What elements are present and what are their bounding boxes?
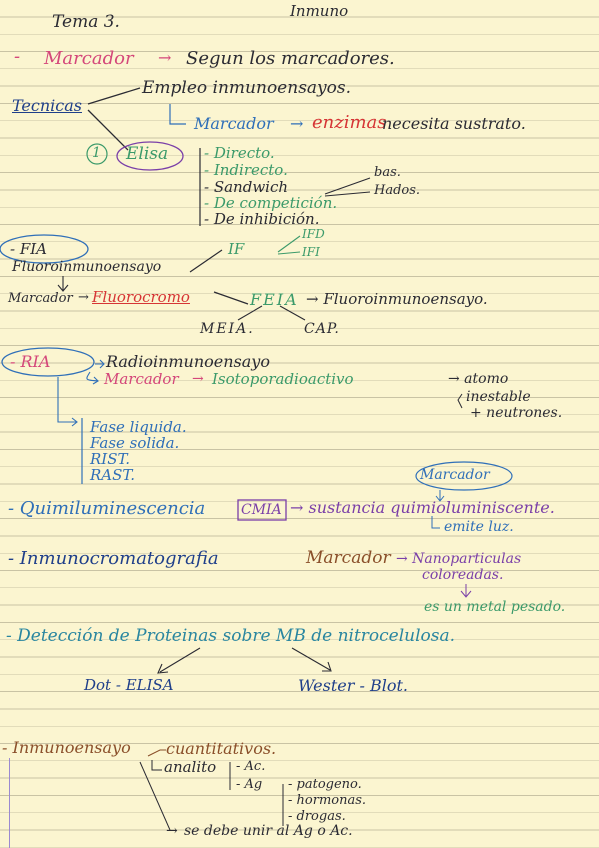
fia-feia: FEIA [250,290,299,309]
arrow-icon: → [166,823,178,839]
fia-if: IF [228,240,245,258]
ria-marcador: Marcador [104,370,179,388]
deteccion-text: - Detección de Proteinas sobre MB de nit… [6,626,456,646]
ria-label: - RIA [10,352,51,371]
tecnicas-label: Tecnicas [12,96,82,115]
fia-meia: MEIA. [200,321,255,337]
inmunoensayo-ac: - Ac. [236,759,266,774]
inmunocroma-text: - Inmunocromatografia [8,548,219,569]
elisa-item-4: - De competición. [204,194,338,212]
inmunocroma-coloreadas: coloreadas. [422,567,504,583]
elisa-item-2: - Indirecto. [204,161,288,179]
ria-fase-3: RIST. [90,450,131,468]
inmunocroma-marcador: Marcador [306,548,391,568]
quimio-sustancia: → sustancia quimioluminiscente. [290,498,555,517]
ria-neutrones: + neutrones. [470,405,563,421]
inmunoensayo-cuantitativos: cuantitativos. [166,739,277,758]
sandwich-sub-1: bas. [374,165,401,180]
arrow-icon: → [192,371,204,387]
ria-fase-4: RAST. [90,466,135,484]
inmunoensayo-ag: - Ag [236,777,263,792]
inmunoensayo-analito: analito [164,758,217,776]
quimio-cmia: CMIA [241,502,282,518]
deteccion-western: Wester - Blot. [298,676,408,695]
marcador-term: Marcador [44,48,134,69]
elisa-item-5: - De inhibición. [204,210,320,228]
fia-ifi: IFI [302,245,320,259]
tecnicas-enzimas: enzimas [312,112,387,133]
fia-label: - FIA [10,240,48,258]
quimio-emite: emite luz. [444,519,514,535]
dash-marcador: - [14,46,21,67]
deteccion-dot: Dot - ELISA [84,676,174,694]
ria-inestable: inestable [466,389,531,405]
inmunoensayo-ag-3: - drogas. [288,809,346,824]
elisa-label: Elisa [126,144,169,164]
arrow-icon: → [158,48,172,67]
inmunoensayo-label: - Inmunoensayo [2,738,131,757]
ria-atomo: → atomo [448,371,509,387]
sandwich-sub-2: Hados. [374,183,421,198]
inmunoensayo-ag-2: - hormonas. [288,793,367,808]
inmunocroma-metal: es un metal pesado. [424,599,566,615]
arrow-icon: → [290,114,304,133]
marcador-text: Segun los marcadores. [186,48,395,69]
ria-fase-1: Fase liquida. [90,418,187,436]
fia-cap: CAP. [304,321,340,337]
fia-marcador: Marcador [8,291,73,306]
elisa-item-1: - Directo. [204,144,275,162]
quimio-marcador-bubble: Marcador [420,467,490,483]
tecnicas-necesita: necesita sustrato. [382,114,526,133]
inmunoensayo-ag-1: - patogeno. [288,777,362,792]
fia-fluorocromo: Fluorocromo [92,288,190,306]
fia-full: Fluoroinmunoensayo [12,259,162,275]
tecnicas-empleo: Empleo inmunoensayos. [142,78,352,98]
ria-fase-2: Fase solida. [90,434,180,452]
fia-ifd: IFD [302,227,325,241]
quimio-text: - Quimiluminescencia [8,498,206,519]
ria-isotopo: Isotoporadioactivo [212,370,354,388]
tecnicas-marcador: Marcador [194,114,274,133]
margin-line [9,758,11,848]
fia-feia-text: → Fluoroinmunoensayo. [306,290,488,308]
page-title: Tema 3. [52,12,120,32]
inmunoensayo-unir: se debe unir al Ag o Ac. [184,823,353,839]
arrow-icon: → [78,290,89,305]
elisa-item-3: - Sandwich [204,178,289,196]
subject-title: Inmuno [290,2,349,20]
ria-full: Radioinmunoensayo [106,352,270,371]
elisa-number: 1 [92,145,101,161]
inmunocroma-nano: → Nanoparticulas [396,551,522,567]
